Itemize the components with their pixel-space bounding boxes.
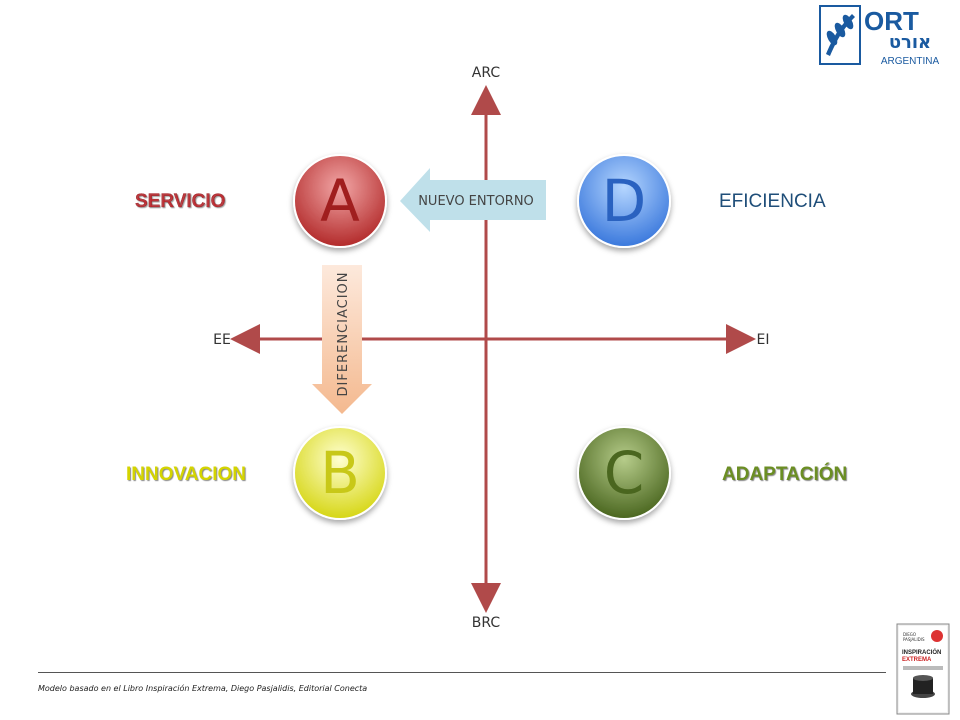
circle-d-letter: D [602,167,647,235]
logo-brand: ORT [864,6,919,36]
circle-b [293,426,387,520]
book-title-2: EXTREMA [902,657,932,663]
book-title-1: INSPIRACIÓN [902,648,941,656]
label-eficiencia: EFICIENCIA [719,191,826,212]
logo-country: ARGENTINA [881,56,940,67]
diferenciacion-label: DIFERENCIACION [336,272,351,397]
nuevo-entorno-arrow: NUEVO ENTORNO [400,168,546,232]
axis-label-bottom: BRC [472,615,501,631]
book-author-last: PASJALIDIS [903,637,925,642]
circle-a [293,154,387,248]
diferenciacion-arrow: DIFERENCIACION [312,265,372,414]
circle-c-letter: C [604,439,645,507]
ort-logo: ORT אורט ARGENTINA [819,5,940,67]
wheat-icon [826,14,855,56]
label-adaptacion: ADAPTACIÓN [722,463,847,485]
axis-label-top: ARC [472,65,501,81]
footer-divider [38,672,886,673]
nuevo-entorno-label: NUEVO ENTORNO [418,194,534,209]
circle-d [577,154,671,248]
label-servicio: SERVICIO [135,191,225,212]
axis-label-left: EE [213,332,231,348]
circle-c [577,426,671,520]
circle-b-letter: B [320,439,360,507]
label-innovacion: INNOVACION [126,464,246,485]
logo-hebrew: אורט [889,32,931,53]
book-image: DIEGO PASJALIDIS INSPIRACIÓN EXTREMA [896,623,950,715]
footer-caption: Modelo basado en el Libro Inspiración Ex… [38,684,368,693]
axis-label-right: EI [757,332,770,348]
circle-a-letter: A [320,167,360,235]
book-author-first: DIEGO [903,632,916,637]
